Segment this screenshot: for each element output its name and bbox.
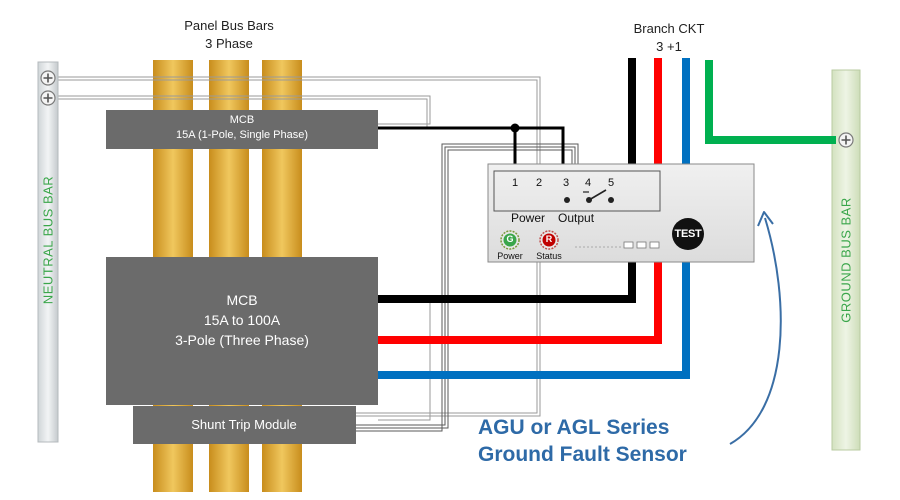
terminal-5: 5: [608, 177, 615, 189]
terminal-4: 4: [585, 177, 592, 189]
status-led-red: [539, 230, 559, 250]
test-button-label[interactable]: TEST: [674, 228, 702, 240]
status-led-caption: Status: [536, 251, 562, 261]
sensor-output-label: Output: [558, 211, 595, 225]
sensor-caption-line1: AGU or AGL Series: [478, 416, 670, 439]
status-led-letter: R: [545, 234, 553, 244]
terminal-3: 3: [563, 177, 570, 189]
neutral-bus-bar: [37, 61, 59, 443]
test-button[interactable]: [672, 218, 704, 250]
panel-bus-bars-title-line1: Panel Bus Bars: [184, 18, 274, 33]
sensor-power-label: Power: [511, 211, 546, 225]
mcb-single-phase-box: [106, 110, 378, 149]
mcb-single-phase-label: MCB 15A (1-Pole, Single Phase): [176, 113, 308, 143]
mcb-single-line1: MCB: [229, 114, 255, 126]
wire-junction-dot: [510, 123, 520, 133]
mcb-single-line2: 15A (1-Pole, Single Phase): [175, 129, 309, 141]
mcb-three-phase-box: [106, 257, 378, 405]
branch-ckt-title-line1: Branch CKT: [633, 21, 705, 36]
terminal-block: [493, 170, 661, 212]
panel-bus-bars-title-line2: 3 Phase: [205, 36, 253, 51]
shunt-trip-wires: [356, 143, 579, 432]
neutral-terminal-screw-1: [40, 70, 56, 86]
ground-bus-bar-label: GROUND BUS BAR: [838, 197, 854, 323]
mcb-three-line1: MCB: [226, 292, 258, 308]
mcb-three-line2: 15A to 100A: [203, 312, 281, 328]
power-led-green: [500, 230, 520, 250]
mcb-three-phase-label: MCB 15A to 100A 3-Pole (Three Phase): [175, 290, 309, 350]
relay-switch-symbol: [564, 189, 614, 203]
neutral-bus-bar-label: NEUTRAL BUS BAR: [40, 175, 56, 305]
branch-ckt-title-line2: 3 +1: [656, 39, 682, 54]
wire-green: [705, 60, 836, 144]
branch-ckt-title: Branch CKT 3 +1: [634, 20, 705, 56]
caption-arrow: [729, 211, 782, 445]
panel-bus-bars-title: Panel Bus Bars 3 Phase: [184, 17, 274, 53]
shunt-trip-label: Shunt Trip Module: [191, 417, 297, 432]
power-led-caption: Power: [497, 251, 523, 261]
wire-red: [378, 58, 662, 344]
terminal-2: 2: [536, 177, 543, 189]
ground-terminal-screw: [838, 132, 854, 148]
power-led-letter: G: [506, 234, 514, 244]
wire-black: [378, 58, 636, 303]
terminal-1: 1: [512, 177, 519, 189]
sensor-caption-line2: Ground Fault Sensor: [478, 443, 687, 466]
dip-switches: [623, 241, 660, 249]
mcb-three-line3: 3-Pole (Three Phase): [175, 332, 309, 348]
mcb-single-output-wire: [378, 126, 565, 166]
shunt-trip-module-box: [133, 406, 356, 444]
neutral-terminal-screw-2: [40, 90, 56, 106]
sensor-caption: AGU or AGL Series Ground Fault Sensor: [478, 414, 687, 468]
ground-fault-sensor: [487, 163, 755, 263]
